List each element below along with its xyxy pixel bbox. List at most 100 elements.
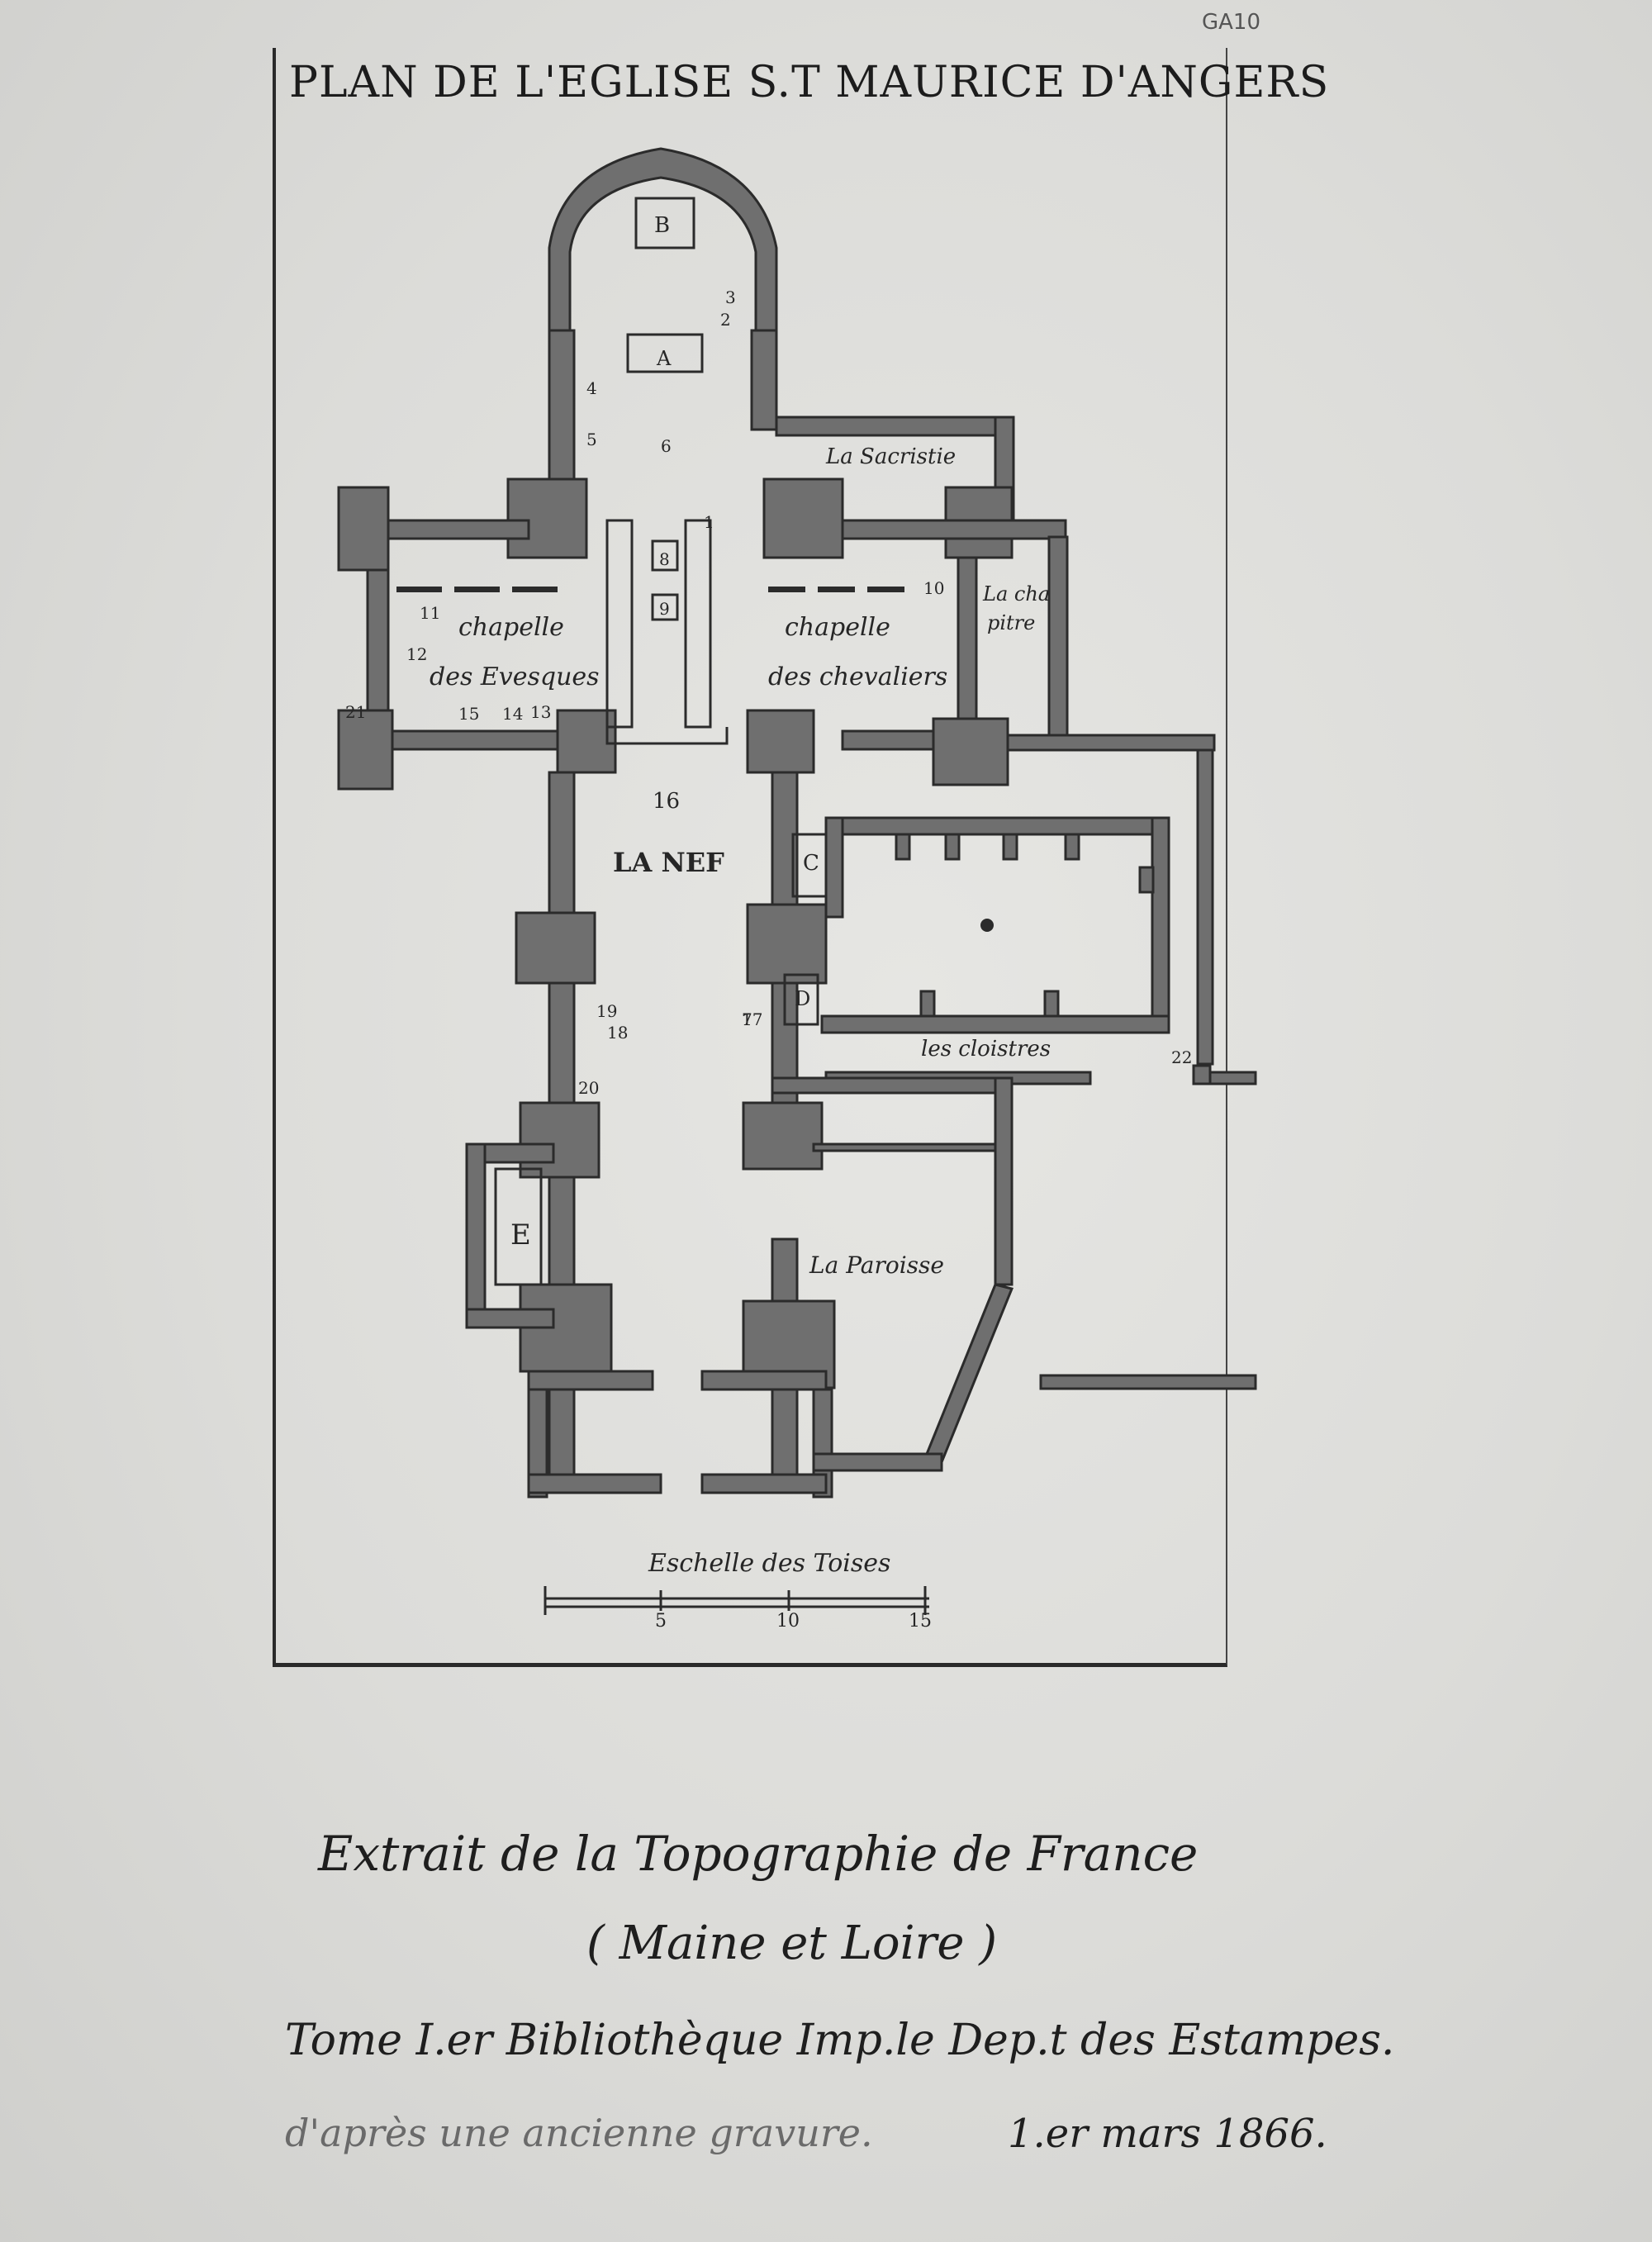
label-paroisse: La Paroisse [809, 1252, 944, 1279]
transept-left-wall-w [366, 568, 390, 712]
label-chapelle-eveques-2: des Evesques [430, 663, 600, 691]
transept-right-pier-s [932, 717, 1009, 786]
caption-source: d'après une ancienne gravure. [285, 2111, 873, 2155]
ref-number: 17 [742, 1009, 763, 1029]
screen-dash-r1 [768, 587, 805, 592]
west-front-left [527, 1370, 654, 1391]
crossing-pier-se [746, 709, 815, 774]
nave-pier-left-1 [515, 911, 596, 985]
scale-tick: 15 [909, 1611, 932, 1632]
ref-number: 9 [659, 599, 670, 619]
choir-wall-right [750, 329, 778, 431]
scale-label: Eschelle des Toises [648, 1549, 891, 1578]
ref-number: 1 [704, 512, 714, 532]
ref-number: 18 [607, 1023, 629, 1043]
ref-number: 10 [923, 578, 945, 598]
ref-number: 7 [742, 1009, 752, 1029]
label-chapitre-2: pitre [987, 611, 1036, 634]
paroisse-inner-wall [812, 1142, 997, 1152]
cloister-well [980, 919, 994, 932]
caption-extract: Extrait de la Topographie de France [318, 1826, 1199, 1882]
choir-stall-base [605, 727, 729, 745]
cloister-wall-e [1151, 816, 1170, 1034]
screen-dash-l1 [396, 587, 442, 592]
paroisse-wall-n [771, 1076, 1014, 1095]
scale-tick: 10 [776, 1611, 800, 1632]
screen-dash-r2 [818, 587, 855, 592]
screen-dash-l2 [454, 587, 500, 592]
corridor-wall-side [1196, 748, 1214, 1066]
choir-wall-left [548, 329, 576, 497]
east-wall-fragment [1039, 1374, 1257, 1390]
label-chapelle-chevaliers-1: chapelle [785, 613, 890, 642]
ref-number: 6 [661, 436, 672, 456]
cloister-room-c [791, 833, 828, 898]
letter-d: D [795, 987, 811, 1010]
choir-stall-left [605, 519, 634, 729]
chapel-e-wall-s [465, 1308, 555, 1329]
crossing-pier-nw [506, 477, 588, 559]
transept-left-corner-n [337, 486, 390, 572]
ref-number: 2 [720, 310, 731, 330]
paroisse-wall-se [923, 1283, 1014, 1464]
label-chapitre-1: La cha [983, 582, 1051, 606]
nave-pier-right-1 [746, 903, 828, 985]
plan-title: PLAN DE L'EGLISE S.T MAURICE D'ANGERS [289, 58, 1330, 107]
cloister-buttress-3 [1002, 833, 1018, 861]
paroisse-wall-e [994, 1076, 1014, 1286]
transept-right-wall-e [957, 556, 978, 729]
cloister-room-d [783, 973, 819, 1026]
ref-number: 13 [530, 702, 552, 722]
apse-wall [548, 147, 778, 332]
screen-dash-l3 [512, 587, 558, 592]
nave-wall-left-1 [548, 771, 576, 914]
west-front-base-r [700, 1473, 828, 1494]
nave-wall-right-4 [771, 1386, 799, 1480]
paroisse-wall-s [812, 1452, 943, 1472]
cloister-buttress-6 [919, 990, 936, 1018]
ref-number: 21 [345, 702, 367, 722]
ref-number: 12 [406, 644, 428, 664]
letter-c: C [803, 851, 819, 876]
nave-wall-right-3 [771, 1237, 799, 1303]
transept-left-wall-s [391, 729, 559, 751]
corridor-wall-top [1006, 734, 1216, 752]
transept-right-wall-s [841, 729, 935, 751]
nave-pier-right-2 [742, 1101, 824, 1171]
ref-number: 8 [659, 549, 670, 569]
transept-left-wall-n [387, 519, 530, 540]
label-cloistres: les cloistres [921, 1037, 1051, 1062]
caption-date: 1.er mars 1866. [1008, 2111, 1327, 2157]
altar-a [626, 333, 704, 373]
cloister-buttress-7 [1043, 990, 1060, 1018]
chapel-e-altar [494, 1167, 543, 1286]
letter-e: E [510, 1218, 531, 1252]
ref-number: 19 [596, 1001, 618, 1021]
caption-region: ( Maine et Loire ) [586, 1917, 998, 1970]
west-front-left-wall [527, 1388, 548, 1499]
letter-a: A [657, 347, 672, 370]
caption-library: Tome I.er Bibliothèque Imp.le Dep.t des … [285, 2016, 1395, 2065]
nave-wall-left-3 [548, 1176, 576, 1286]
lectern-8 [651, 539, 679, 572]
label-chapelle-eveques-1: chapelle [458, 613, 564, 642]
cloister-wall-s [820, 1014, 1170, 1034]
ref-number: 11 [420, 603, 441, 623]
corner-mark: GA10 [1202, 10, 1261, 35]
drawing-frame [273, 48, 1227, 1667]
lectern-9 [651, 593, 679, 621]
cloister-wall-w [824, 816, 844, 919]
transept-left-corner-s [337, 709, 394, 791]
screen-dash-r3 [867, 587, 904, 592]
nave-wall-left-2 [548, 981, 576, 1104]
transept-right-wall-n [841, 519, 1067, 540]
sacristy-wall-top [775, 416, 1014, 437]
ref-number: 16 [653, 789, 681, 814]
ref-number: 5 [586, 430, 597, 449]
cloister-buttress-1 [895, 833, 911, 861]
cloister-walk-e [1208, 1071, 1257, 1085]
cloister-buttress-5 [1138, 866, 1155, 894]
ref-number: 3 [725, 287, 736, 307]
west-front-base [527, 1473, 662, 1494]
